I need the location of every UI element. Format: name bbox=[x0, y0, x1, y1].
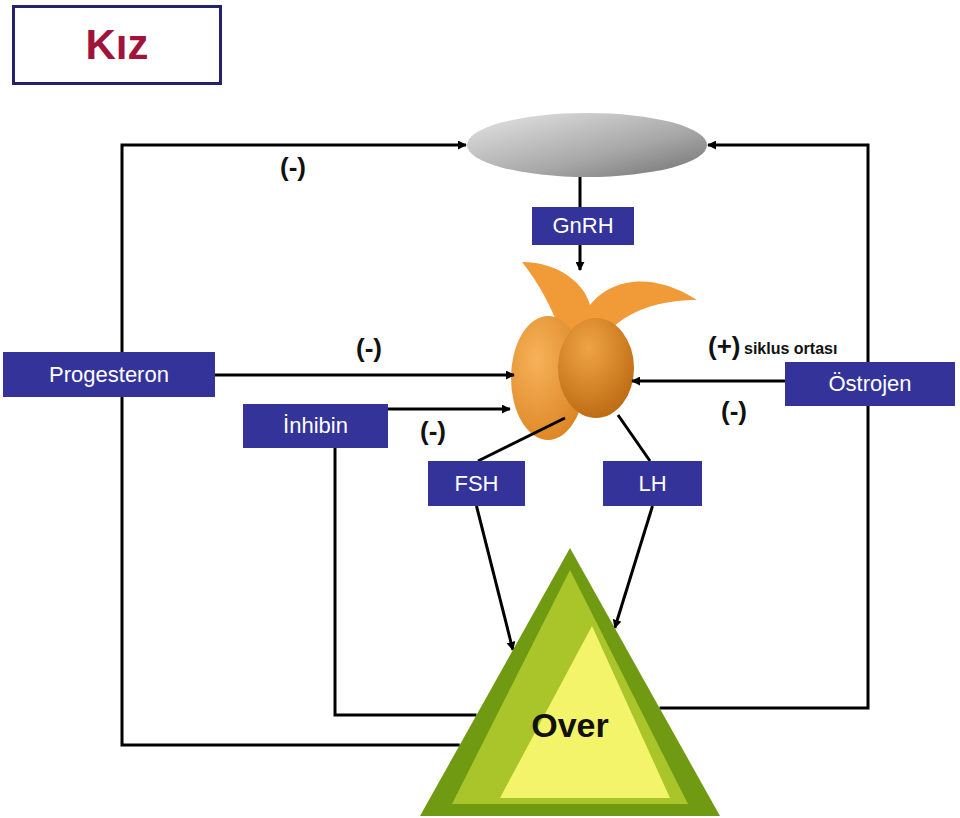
hormone-box: Progesteron bbox=[3, 352, 215, 397]
feedback-lines bbox=[122, 145, 868, 461]
effect-sign: (-) bbox=[280, 152, 306, 183]
node-text: GnRH bbox=[552, 213, 613, 239]
connector bbox=[477, 506, 513, 650]
node-text: FSH bbox=[455, 471, 499, 497]
hormone-box: FSH bbox=[428, 461, 525, 506]
effect-sign: (-) bbox=[721, 396, 747, 427]
note-text: siklus ortası bbox=[744, 340, 837, 358]
title-text: Kız bbox=[86, 21, 149, 69]
effect-sign: (+) bbox=[708, 331, 741, 362]
title-box: Kız bbox=[12, 5, 222, 85]
effect-sign: (-) bbox=[356, 333, 382, 364]
hormone-box: İnhibin bbox=[243, 404, 388, 448]
hormone-box: Östrojen bbox=[785, 362, 955, 406]
node-text: LH bbox=[638, 471, 666, 497]
connector bbox=[122, 397, 460, 745]
node-text: Progesteron bbox=[49, 362, 169, 388]
node-text: Over bbox=[420, 706, 720, 745]
hypothalamus bbox=[467, 113, 707, 177]
triangle-shape bbox=[420, 548, 720, 816]
effect-sign: (-) bbox=[420, 416, 446, 447]
connector bbox=[615, 506, 653, 628]
node-text: Östrojen bbox=[828, 371, 911, 397]
node-text: İnhibin bbox=[283, 413, 348, 439]
ovary-triangle: Over bbox=[420, 548, 720, 816]
connector bbox=[660, 406, 868, 708]
pituitary bbox=[511, 262, 697, 440]
hormone-box: GnRH bbox=[532, 207, 634, 245]
hormone-box: LH bbox=[603, 461, 702, 506]
